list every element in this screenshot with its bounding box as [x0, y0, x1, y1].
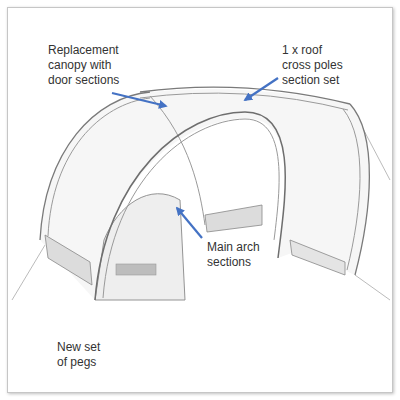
side-panel: [290, 240, 345, 275]
guy-line: [12, 245, 45, 300]
arch-pole: [150, 96, 205, 225]
main-arch: [103, 119, 279, 298]
door-panel: [95, 194, 185, 300]
callout-label: Main arch sections: [207, 240, 277, 270]
guy-line: [355, 275, 390, 300]
leader-arrow: [245, 78, 278, 100]
callout-label: 1 x roof cross poles section set: [282, 43, 348, 88]
callout-label: New set of pegs: [57, 340, 111, 370]
callout-label-box: 1 x roof cross poles section set: [282, 43, 348, 88]
brand-logo: [116, 264, 156, 275]
side-panel: [45, 235, 92, 285]
callout-label-box: New set of pegs: [57, 340, 111, 370]
back-panel: [205, 205, 262, 232]
canopy: [40, 89, 369, 300]
callout-label: Replacement canopy with door sections: [48, 43, 134, 88]
callout-label-box: Main arch sections: [207, 240, 277, 270]
roof-pole: [140, 87, 350, 104]
arch-pole: [343, 109, 360, 270]
leader-arrow: [112, 93, 166, 106]
main-arch: [95, 112, 285, 300]
arch-pole: [48, 98, 150, 236]
roof-pole: [140, 93, 348, 110]
leader-arrow: [177, 208, 202, 238]
callout-label-box: Replacement canopy with door sections: [48, 43, 134, 88]
arch-pole: [40, 92, 150, 240]
